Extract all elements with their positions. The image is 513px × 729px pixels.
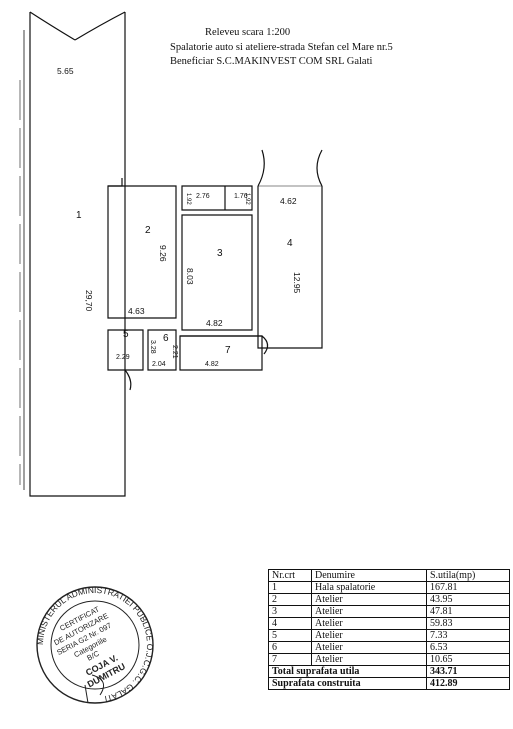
room-number-1: 1 <box>76 210 82 221</box>
dim-r6-length: 2.21 <box>171 345 178 359</box>
row-name: Atelier <box>311 593 427 606</box>
room6-outline <box>147 329 177 371</box>
dim-r3-width: 4.82 <box>206 318 223 328</box>
wc-outline <box>181 185 253 211</box>
row-area: 43.95 <box>426 593 510 606</box>
hall-door-right <box>74 11 126 41</box>
room-number-7: 7 <box>225 345 231 356</box>
row-area: 167.81 <box>426 581 510 594</box>
dim-r2-length: 9.26 <box>158 245 168 262</box>
row-area: 59.83 <box>426 617 510 630</box>
row-nr: 6 <box>268 641 312 654</box>
dim-r4-width: 4.62 <box>280 196 297 206</box>
room7-outline <box>179 335 263 371</box>
dim-wc1-width: 2.76 <box>196 193 210 200</box>
row-name: Hala spalatorie <box>311 581 427 594</box>
table-header-row: Nr.crt Denumire S.utila(mp) <box>268 569 510 582</box>
built-row: Suprafata construita 412.89 <box>268 677 510 690</box>
beneficiary: Beneficiar S.C.MAKINVEST COM SRL Galati <box>170 56 373 67</box>
built-value: 412.89 <box>426 677 510 690</box>
row-nr: 5 <box>268 629 312 642</box>
table-row: 3 Atelier 47.81 <box>268 605 510 618</box>
row-name: Atelier <box>311 629 427 642</box>
dim-r6-width: 2.04 <box>152 361 166 368</box>
row-name: Atelier <box>311 653 427 666</box>
table-row: 1 Hala spalatorie 167.81 <box>268 581 510 594</box>
table-row: 4 Atelier 59.83 <box>268 617 510 630</box>
row-area: 7.33 <box>426 629 510 642</box>
room5-outline <box>107 329 144 371</box>
project-name: Spalatorie auto si ateliere-strada Stefa… <box>170 42 393 53</box>
authorization-stamp: MINISTERUL ADMINISTRATIEI PUBLICE O.J.C.… <box>35 585 155 704</box>
col-suprafata: S.utila(mp) <box>426 569 510 582</box>
row-nr: 3 <box>268 605 312 618</box>
room-number-2: 2 <box>145 225 151 236</box>
row-name: Atelier <box>311 605 427 618</box>
row-area: 47.81 <box>426 605 510 618</box>
table-row: 6 Atelier 6.53 <box>268 641 510 654</box>
dim-r5-width: 2.29 <box>116 354 130 361</box>
room3-outline <box>181 214 253 331</box>
room4-outline <box>257 186 323 349</box>
dim-r2-width: 4.63 <box>128 306 145 316</box>
dim-wc2-width: 1.76 <box>234 193 248 200</box>
row-nr: 1 <box>268 581 312 594</box>
hall-door-left <box>29 11 76 41</box>
room-number-5: 5 <box>123 329 129 340</box>
row-nr: 4 <box>268 617 312 630</box>
total-label: Total suprafata utila <box>268 665 427 678</box>
dim-hall-width: 5.65 <box>57 66 74 76</box>
total-row: Total suprafata utila 343.71 <box>268 665 510 678</box>
total-value: 343.71 <box>426 665 510 678</box>
dim-r4-length: 12.95 <box>292 272 302 294</box>
col-nr: Nr.crt <box>268 569 312 582</box>
table-row: 7 Atelier 10.65 <box>268 653 510 666</box>
area-table: Nr.crt Denumire S.utila(mp) 1 Hala spala… <box>268 569 510 690</box>
row-name: Atelier <box>311 617 427 630</box>
drawing-title: Releveu scara 1:200 <box>205 27 291 38</box>
dim-wc1-height: 1.92 <box>185 193 191 205</box>
table-row: 5 Atelier 7.33 <box>268 629 510 642</box>
dim-hall-length: 29,70 <box>84 290 94 312</box>
dim-wc2-height: 1.92 <box>244 193 250 205</box>
dim-r7-width: 4.82 <box>205 361 219 368</box>
room-number-6: 6 <box>163 333 169 344</box>
built-label: Suprafata construita <box>268 677 427 690</box>
hall-outline <box>29 12 126 497</box>
row-nr: 7 <box>268 653 312 666</box>
table-row: 2 Atelier 43.95 <box>268 593 510 606</box>
row-name: Atelier <box>311 641 427 654</box>
row-area: 6.53 <box>426 641 510 654</box>
room-number-3: 3 <box>217 248 223 259</box>
room-number-4: 4 <box>287 238 293 249</box>
row-area: 10.65 <box>426 653 510 666</box>
room2-outline <box>107 185 177 319</box>
col-denumire: Denumire <box>311 569 427 582</box>
dim-r5-length: 3.28 <box>149 340 156 354</box>
dim-r3-length: 8.03 <box>185 268 195 285</box>
row-nr: 2 <box>268 593 312 606</box>
